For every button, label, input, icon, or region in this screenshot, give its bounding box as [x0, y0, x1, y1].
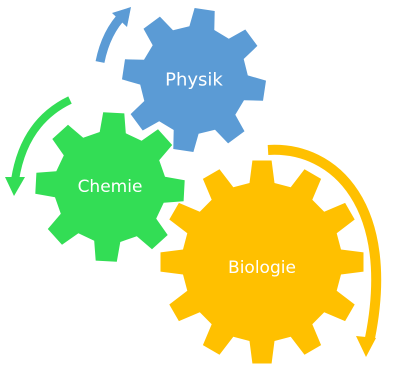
biologie-arrow-head — [356, 336, 376, 357]
gear-chemie: Chemie — [35, 112, 185, 262]
physik-arrow-head — [112, 7, 131, 27]
gear-biologie-shape — [160, 160, 364, 364]
gear-physik-shape — [122, 8, 266, 152]
gear-chemie-shape — [35, 112, 185, 262]
biologie-arrow — [267, 144, 382, 339]
gear-biologie-label: Biologie — [228, 258, 296, 278]
gear-biologie: Biologie — [160, 160, 364, 364]
chemie-arrow-head — [5, 177, 25, 196]
gear-physik: Physik — [122, 8, 266, 152]
physik-arrow — [95, 10, 128, 63]
gear-chemie-label: Chemie — [78, 177, 143, 197]
chemie-arrow — [11, 96, 72, 181]
gear-physik-label: Physik — [165, 70, 223, 91]
